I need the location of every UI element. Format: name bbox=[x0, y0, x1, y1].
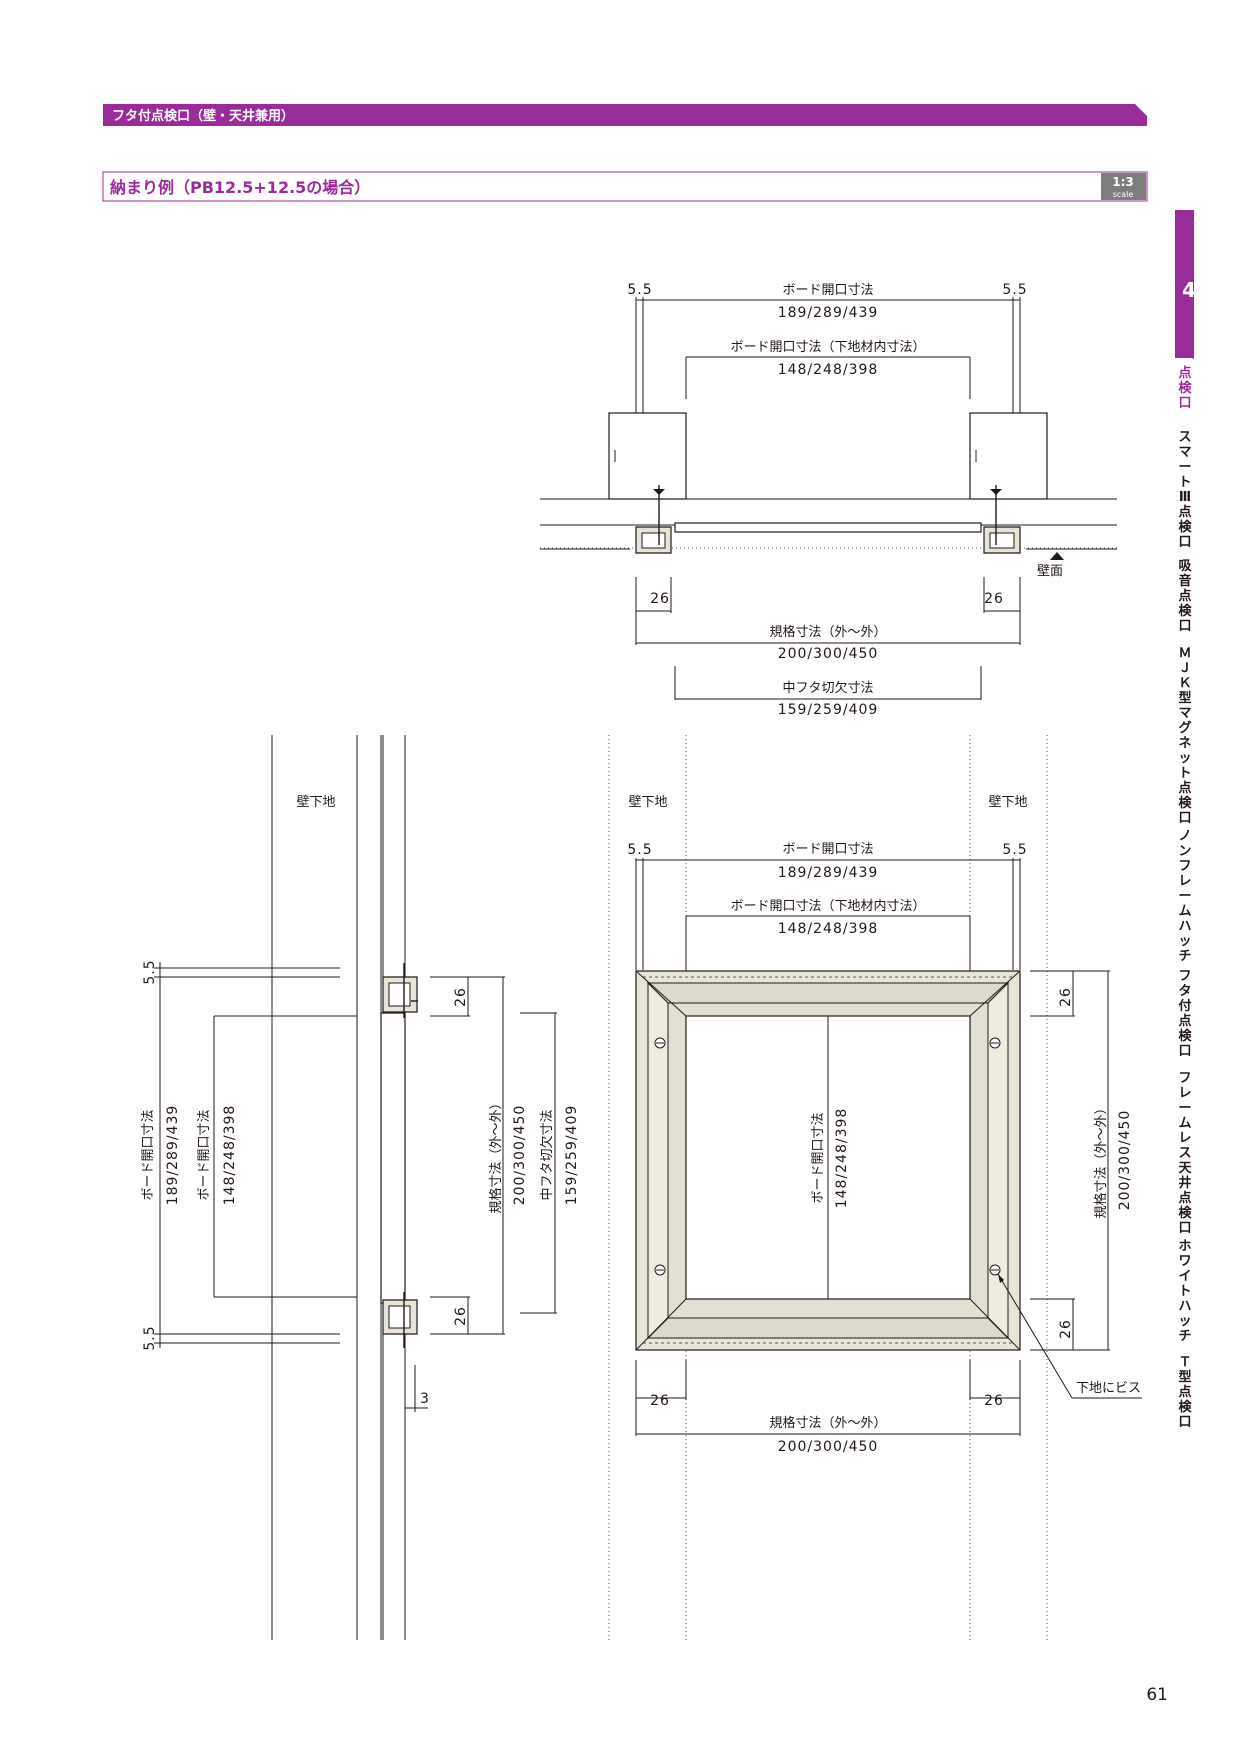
side-nav-item[interactable]: ホワイトハッチ bbox=[1178, 1239, 1191, 1344]
side-nav-item[interactable]: ＭＪＫ型マグネット点検口 bbox=[1178, 646, 1192, 826]
front-edge-left: 5.5 bbox=[627, 842, 652, 858]
side-nav-item[interactable]: フタ付点検口 bbox=[1178, 969, 1192, 1059]
front-wall-base-left: 壁下地 bbox=[628, 795, 667, 810]
top-edge-right: 5.5 bbox=[1002, 282, 1027, 298]
left-wall-base: 壁下地 bbox=[296, 795, 335, 810]
side-nav-label: フレームレス天井点検口 bbox=[1178, 1071, 1192, 1236]
top-side-left: 26 bbox=[650, 591, 670, 607]
front-right-standard-value: 200/300/450 bbox=[1117, 1110, 1133, 1211]
front-board-opening-value: 189/289/439 bbox=[778, 865, 879, 881]
front-side-top: 26 bbox=[1058, 987, 1074, 1007]
front-wall-base-right: 壁下地 bbox=[988, 795, 1027, 810]
section-header: 納まり例（PB12.5+12.5の場合） 1:3 scale bbox=[102, 171, 1148, 202]
front-board-opening-label: ボード開口寸法 bbox=[782, 842, 873, 857]
side-nav-label: ホワイトハッチ bbox=[1178, 1239, 1191, 1344]
front-side-left: 26 bbox=[650, 1393, 670, 1409]
front-view-drawing: 壁下地 壁下地 5.5 5.5 ボード開口寸法 189/289/439 ボード開… bbox=[608, 735, 1142, 1640]
left-standard-value: 200/300/450 bbox=[512, 1105, 528, 1206]
left-inner-opening-label: ボード開口寸法 bbox=[197, 1109, 212, 1200]
side-nav-item[interactable]: フレームレス天井点検口 bbox=[1178, 1071, 1192, 1236]
top-edge-left: 5.5 bbox=[627, 282, 652, 298]
left-elevation-drawing: 壁下地 5.5 5.5 ボード開口寸法 189/289/439 ボード開口寸法 … bbox=[141, 735, 580, 1640]
top-side-right: 26 bbox=[984, 591, 1004, 607]
chapter-tab[interactable]: 4 bbox=[1175, 210, 1196, 359]
side-nav-label: 吸音点検口 bbox=[1178, 559, 1192, 634]
front-center-label: ボード開口寸法 bbox=[811, 1112, 826, 1203]
left-lid-cut-value: 159/259/409 bbox=[564, 1105, 580, 1206]
front-bottom-standard-value: 200/300/450 bbox=[778, 1439, 879, 1455]
left-standard-label: 規格寸法（外〜外） bbox=[488, 1096, 504, 1213]
wall-face-label: 壁面 bbox=[1037, 564, 1063, 579]
top-inner-opening-value: 148/248/398 bbox=[778, 362, 879, 378]
side-nav-label: フタ付点検口 bbox=[1178, 969, 1192, 1059]
side-nav-item[interactable]: ノンフレームハッチ bbox=[1178, 829, 1191, 964]
side-nav-item[interactable]: 吸音点検口 bbox=[1178, 559, 1192, 634]
side-nav-item[interactable]: 点検口 bbox=[1178, 365, 1192, 411]
header-bar: フタ付点検口（壁・天井兼用） bbox=[103, 104, 1147, 126]
front-center-value: 148/248/398 bbox=[834, 1108, 850, 1209]
front-edge-right: 5.5 bbox=[1002, 842, 1027, 858]
left-board-opening-label: ボード開口寸法 bbox=[141, 1109, 156, 1200]
screw-note: 下地にビス bbox=[1076, 1381, 1141, 1396]
scale-label: scale bbox=[1113, 190, 1134, 199]
top-board-opening-label: ボード開口寸法 bbox=[782, 283, 873, 298]
left-lid-cut-label: 中フタ切欠寸法 bbox=[539, 1109, 555, 1200]
left-side-bottom: 26 bbox=[453, 1306, 469, 1326]
front-side-bottom: 26 bbox=[1058, 1319, 1074, 1339]
left-board-opening-value: 189/289/439 bbox=[165, 1105, 181, 1206]
top-standard-value: 200/300/450 bbox=[778, 646, 879, 662]
side-nav-label: 点検口 bbox=[1178, 365, 1192, 411]
front-inner-opening-label: ボード開口寸法（下地材内寸法） bbox=[730, 898, 925, 914]
side-nav-label: Ｔ型点検口 bbox=[1178, 1355, 1192, 1430]
top-board-opening-value: 189/289/439 bbox=[778, 305, 879, 321]
top-standard-label: 規格寸法（外〜外） bbox=[769, 624, 886, 640]
screw-icon bbox=[654, 1264, 666, 1276]
left-side-top: 26 bbox=[453, 987, 469, 1007]
top-inner-opening-label: ボード開口寸法（下地材内寸法） bbox=[730, 339, 925, 355]
scale-badge bbox=[1101, 173, 1146, 200]
left-edge-bottom: 5.5 bbox=[142, 1325, 158, 1350]
screw-icon bbox=[989, 1264, 1001, 1276]
section-title: 納まり例（PB12.5+12.5の場合） bbox=[110, 178, 370, 197]
chapter-number: 4 bbox=[1182, 278, 1196, 302]
side-nav-label: ＭＪＫ型マグネット点検口 bbox=[1178, 646, 1192, 826]
top-lid-cut-value: 159/259/409 bbox=[778, 702, 879, 718]
front-right-standard-label: 規格寸法（外〜外） bbox=[1093, 1101, 1109, 1218]
top-section-drawing: 5.5 5.5 ボード開口寸法 189/289/439 ボード開口寸法（下地材内… bbox=[540, 282, 1117, 718]
front-bottom-standard-label: 規格寸法（外〜外） bbox=[769, 1415, 886, 1431]
side-nav-label: ノンフレームハッチ bbox=[1178, 829, 1191, 964]
header-title: フタ付点検口（壁・天井兼用） bbox=[112, 108, 294, 124]
page-number: 61 bbox=[1146, 1685, 1168, 1705]
front-side-right: 26 bbox=[984, 1393, 1004, 1409]
front-inner-opening-value: 148/248/398 bbox=[778, 921, 879, 937]
screw-icon bbox=[989, 1037, 1001, 1049]
side-nav-item[interactable]: Ｔ型点検口 bbox=[1178, 1355, 1192, 1430]
left-inner-opening-value: 148/248/398 bbox=[222, 1105, 238, 1206]
left-offset: 3 bbox=[420, 1391, 430, 1407]
top-lid-cut-label: 中フタ切欠寸法 bbox=[782, 680, 873, 696]
left-edge-top: 5.5 bbox=[142, 959, 158, 984]
screw-icon bbox=[654, 1037, 666, 1049]
scale-ratio: 1:3 bbox=[1112, 175, 1134, 189]
